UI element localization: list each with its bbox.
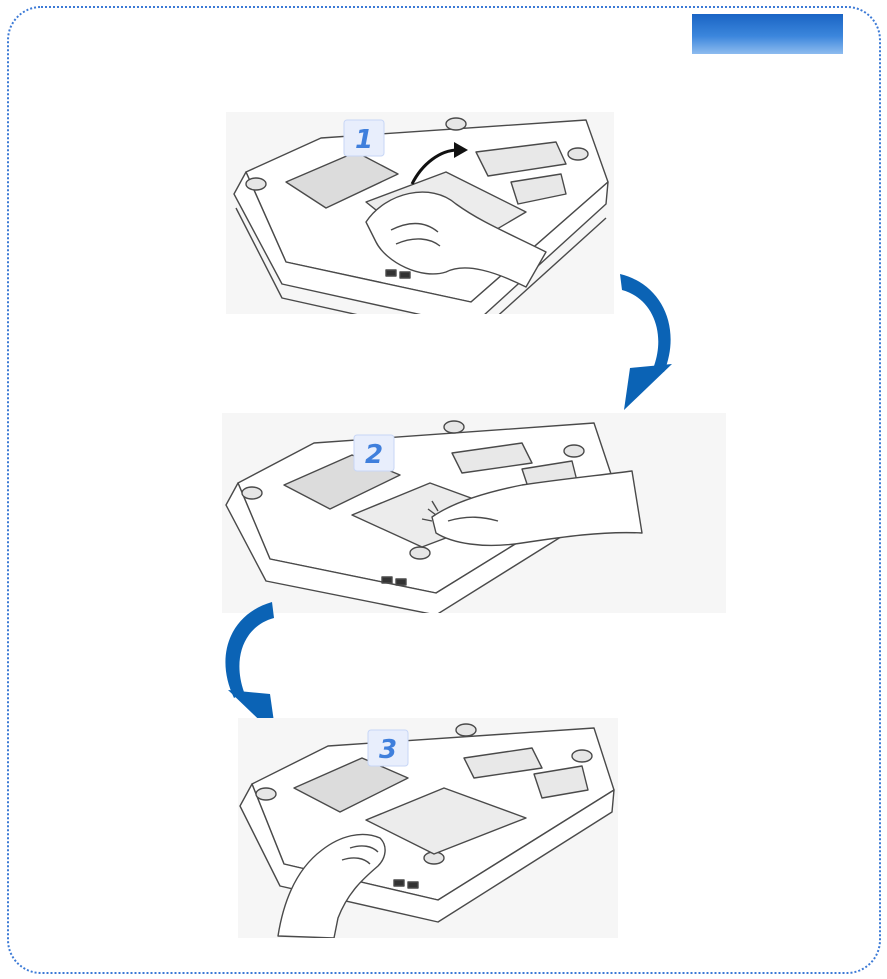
step-3-badge: 3 [368,730,408,766]
step-2-badge: 2 [354,435,394,471]
curved-arrow-clockwise-down-icon [596,268,678,414]
step-3-illustration: 3 [238,718,618,938]
page-corner-tab [692,14,843,54]
step-3-number: 3 [379,735,397,765]
step-2-number: 2 [365,440,383,470]
step-1-illustration: 1 [226,112,614,314]
step-1-badge: 1 [344,120,384,156]
curved-arrow-counterclockwise-down-icon [220,596,304,738]
step-1-number: 1 [355,125,373,155]
step-2-illustration: 2 [222,413,726,613]
